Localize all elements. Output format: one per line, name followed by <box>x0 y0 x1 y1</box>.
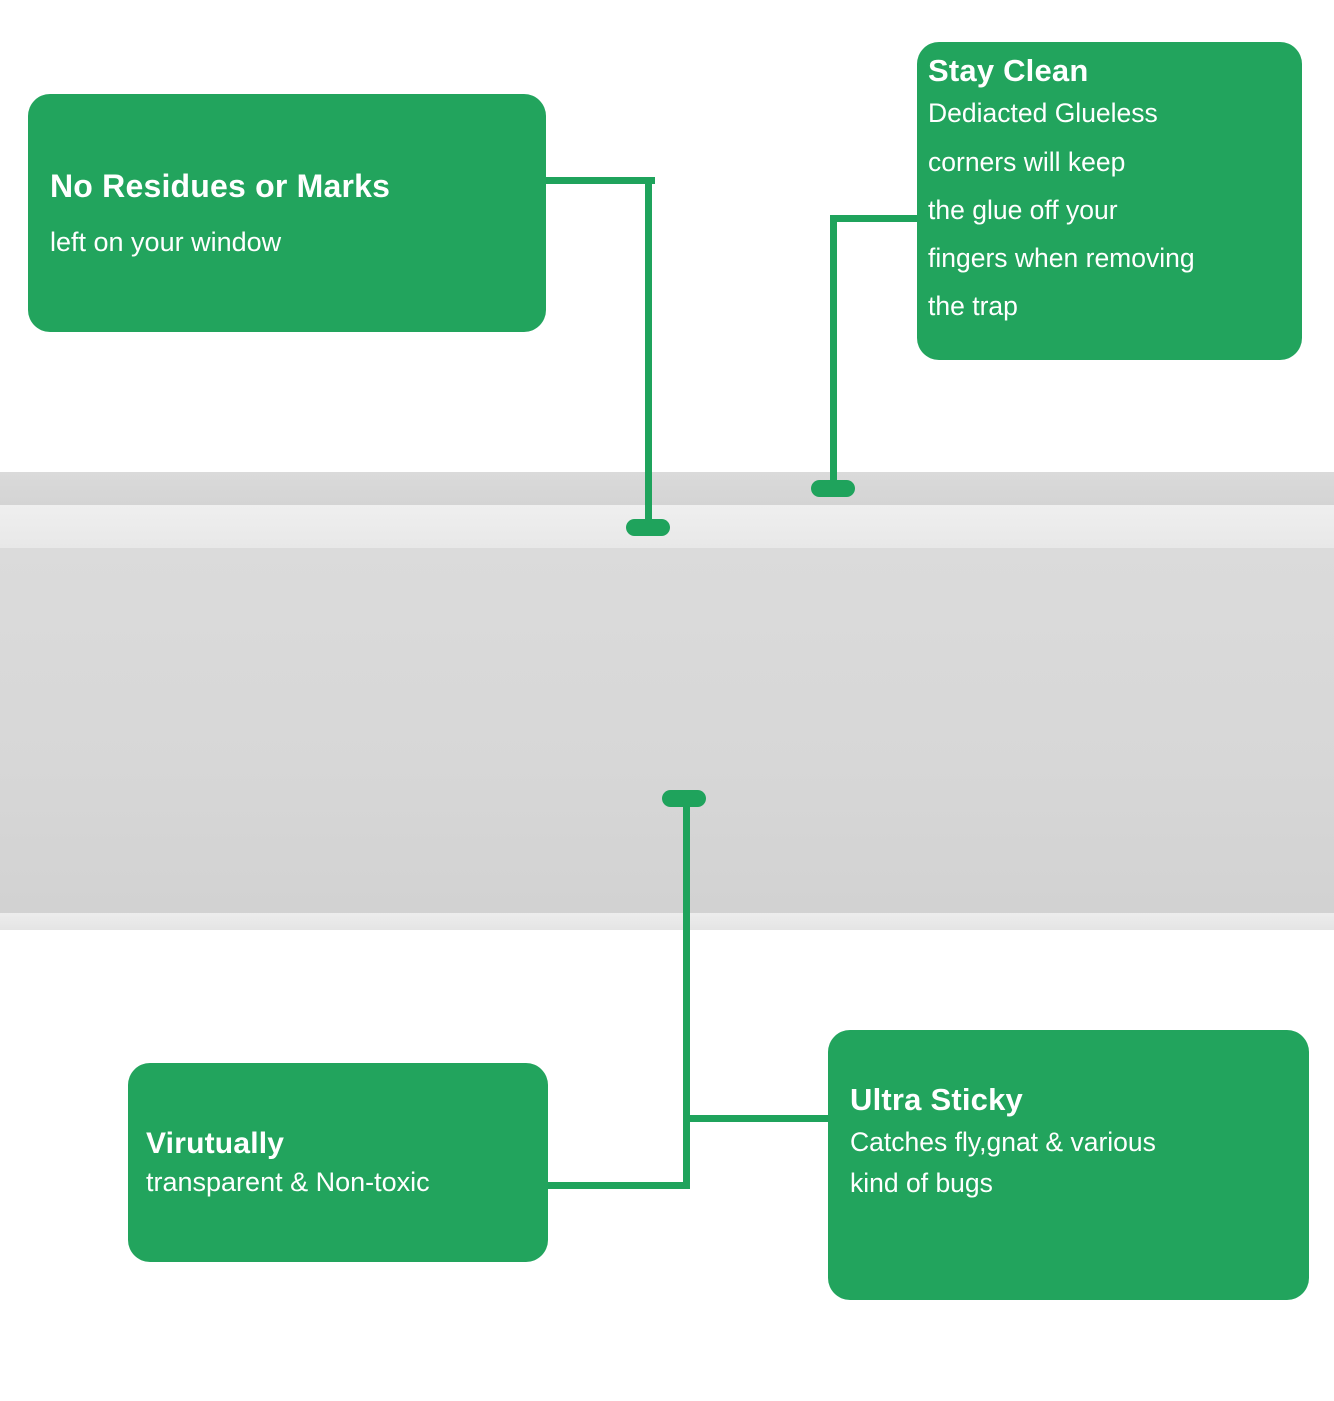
callout-stay-clean-body-line-2: corners will keep <box>928 146 1126 177</box>
callout-no-residues-title: No Residues or Marks <box>50 168 391 204</box>
callout-stay-clean-body-line-4: fingers when removing <box>928 243 1195 274</box>
callout-no-residues: No Residues or Marks left on your window <box>28 94 546 332</box>
product-photo-window-trap <box>0 472 1334 930</box>
callout-stay-clean: Stay Clean Dediacted Glueless corners wi… <box>917 42 1302 360</box>
callout-stay-clean-title: Stay Clean <box>928 53 1089 88</box>
callout-ultra-sticky-body: Catches fly,gnat & various kind of bugs <box>850 1122 1309 1204</box>
callout-stay-clean-body-line-3: the glue off your <box>928 194 1118 225</box>
leader-line-stay-clean-vertical <box>830 215 837 487</box>
leader-line-stay-clean-horizontal <box>833 215 925 222</box>
callout-virtually-title: Virutually <box>146 1127 285 1160</box>
photo-band-trap-sheet-body <box>0 548 1334 913</box>
leader-line-ultra-sticky-horizontal <box>683 1115 835 1122</box>
callout-ultra-sticky: Ultra Sticky Catches fly,gnat & various … <box>828 1030 1309 1300</box>
callout-stay-clean-body-line-5: the trap <box>928 291 1018 322</box>
leader-line-virtually-horizontal <box>540 1182 690 1189</box>
photo-band-window-frame-upper <box>0 472 1334 505</box>
callout-stay-clean-body: Dediacted Glueless corners will keep the… <box>928 89 1302 330</box>
callout-no-residues-body: left on your window <box>50 227 282 257</box>
callout-ultra-sticky-body-line-2: kind of bugs <box>850 1168 993 1199</box>
leader-marker-no-residues <box>626 519 670 536</box>
callout-ultra-sticky-title: Ultra Sticky <box>850 1082 1023 1117</box>
leader-line-no-residues-vertical <box>645 177 652 525</box>
leader-line-trunk-vertical <box>683 795 690 1189</box>
callout-stay-clean-body-line-1: Dediacted Glueless <box>928 98 1158 129</box>
photo-band-trap-sheet-lower-edge <box>0 913 1334 930</box>
leader-line-no-residues-horizontal <box>540 177 655 184</box>
callout-virtually-body: transparent & Non-toxic <box>146 1167 430 1197</box>
leader-marker-stay-clean <box>811 480 855 497</box>
callout-virtually: Virutually transparent & Non-toxic <box>128 1063 548 1262</box>
callout-ultra-sticky-body-line-1: Catches fly,gnat & various <box>850 1127 1156 1157</box>
